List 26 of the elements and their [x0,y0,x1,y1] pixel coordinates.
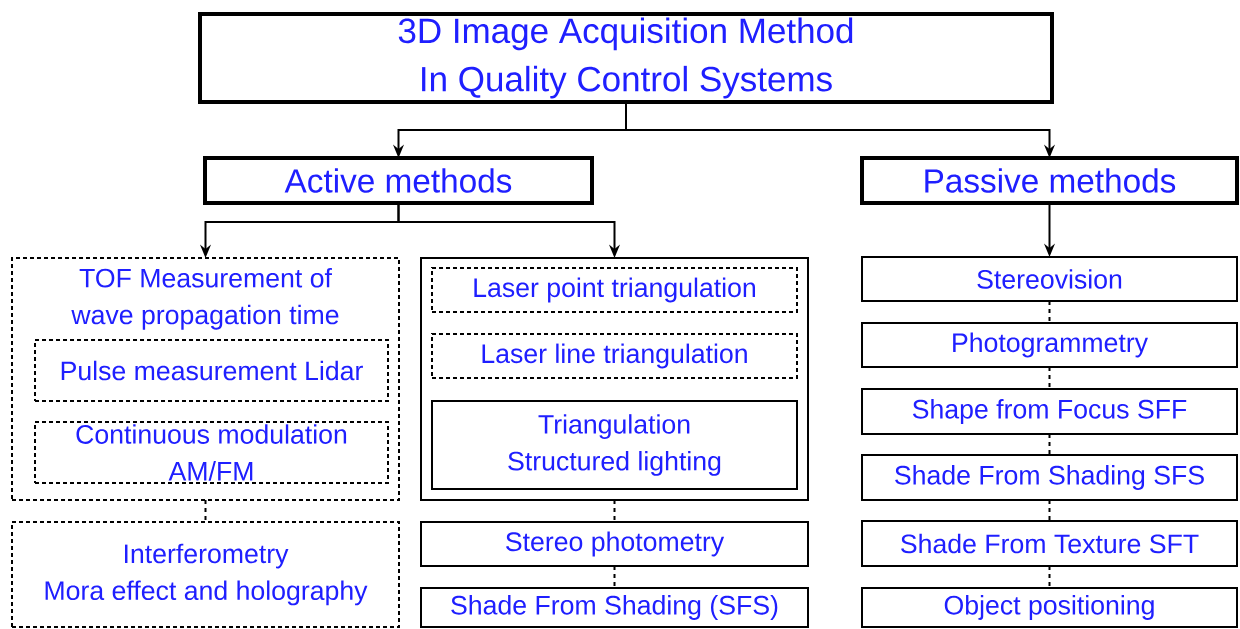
method-box: Shade From Shading (SFS) [420,587,809,628]
method-box: Continuous modulation AM/FM [34,421,389,484]
connector-line [613,565,616,589]
connector-line [613,499,616,523]
connector-line [1048,366,1051,390]
title-box: 3D Image Acquisition Method In Quality Control Systems [198,12,1054,104]
method-box: Stereo photometry [420,521,809,567]
method-box: Triangulation Structured lighting [431,400,798,490]
method-box: Stereovision [861,256,1238,302]
method-box: Shape from Focus SFF [861,388,1238,435]
method-box: Laser line triangulation [431,333,798,379]
method-box: Laser point triangulation [431,267,798,313]
method-box: Object positioning [861,587,1238,628]
header-box: Active methods [203,156,594,205]
header-box: Passive methods [860,156,1239,205]
method-box: Pulse measurement Lidar [34,339,389,402]
connector-line [1048,433,1051,456]
connector-line [1048,499,1051,522]
connector-line [1048,565,1051,589]
connector-line [204,499,207,523]
method-box: Photogrammetry [861,322,1238,368]
method-box: Shade From Texture SFT [861,520,1238,567]
connector-line [1048,300,1051,324]
method-box: Shade From Shading SFS [861,454,1238,501]
method-box: Interferometry Mora effect and holography [11,521,400,628]
group-box [420,257,809,501]
